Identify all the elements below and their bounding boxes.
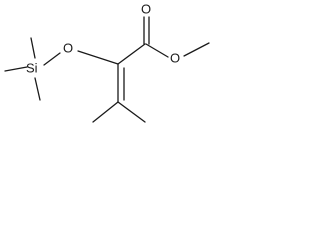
atom-oxygen-carbonyl-label: O [141,2,151,17]
bond-methyl-right [117,101,146,123]
bond-si-oxygen [43,52,61,66]
bond-o-ester-methyl [183,42,210,57]
bond-methyl-left [92,101,119,123]
chemical-structure: Si O O O [4,2,210,123]
atom-labels: Si O O O [26,2,180,76]
bond-si-methyl-bottom [34,77,41,101]
atom-silicon-label: Si [26,61,38,76]
bond-si-methyl-top [30,37,36,59]
bond-c-carbonyl-o-ester [145,43,169,58]
atom-oxygen-silyl-label: O [63,41,73,56]
bonds [4,16,210,123]
bond-si-methyl-left [4,66,28,72]
bond-oxygen-c-alpha [77,50,119,65]
atom-oxygen-ester-label: O [170,51,180,66]
bond-c-alpha-c-carbonyl [117,43,146,65]
